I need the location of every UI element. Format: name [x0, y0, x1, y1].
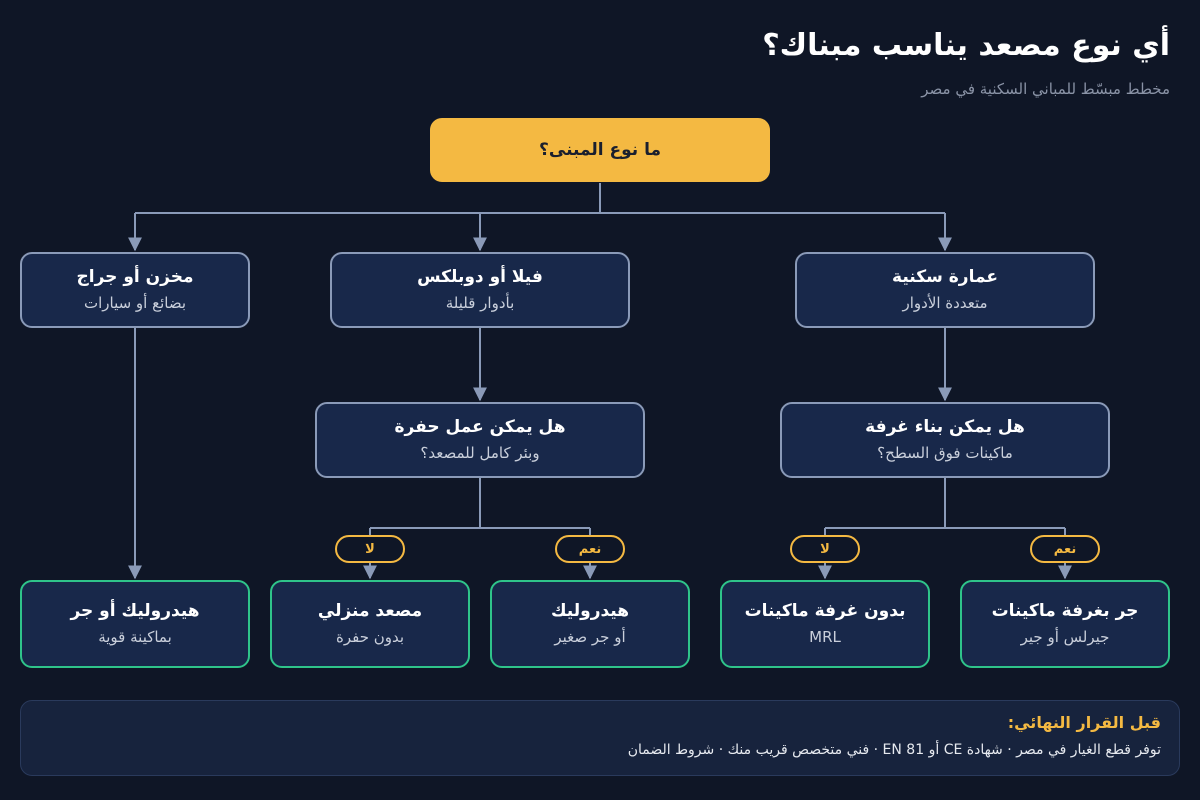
node-warehouse-subtitle: بضائع أو سيارات [83, 294, 187, 313]
pit-question-subtitle: وبئر كامل للمصعد؟ [420, 444, 540, 463]
checklist-note: قبل القرار النهائي: توفر قطع الغيار في م… [20, 700, 1180, 776]
node-warehouse-title: مخزن أو جراج [76, 266, 194, 287]
result-hydraulic-title: هيدروليك [550, 600, 630, 621]
result-traction-subtitle: جيرلس أو جير [1020, 628, 1110, 647]
badge-pit-no: لا [335, 535, 405, 563]
node-pit-question: هل يمكن عمل حفرة وبئر كامل للمصعد؟ [315, 402, 645, 478]
root-label: ما نوع المبنى؟ [539, 140, 661, 160]
result-traction-machine-room: جر بغرفة ماكينات جيرلس أو جير [960, 580, 1170, 668]
result-home-lift-title: مصعد منزلي [317, 600, 423, 621]
node-villa: فيلا أو دوبلكس بأدوار قليلة [330, 252, 630, 328]
result-hydraulic-subtitle: أو جر صغير [554, 628, 626, 647]
machine-question-title: هل يمكن بناء غرفة [865, 416, 1025, 437]
node-machine-room-question: هل يمكن بناء غرفة ماكينات فوق السطح؟ [780, 402, 1110, 478]
result-heavy-title: هيدروليك أو جر [70, 600, 200, 621]
badge-machine-no: لا [790, 535, 860, 563]
result-mrl: بدون غرفة ماكينات MRL [720, 580, 930, 668]
note-body: توفر قطع الغيار في مصر · شهادة CE أو EN … [627, 742, 1161, 758]
root-node: ما نوع المبنى؟ [430, 118, 770, 182]
result-home-lift-subtitle: بدون حفرة [335, 628, 405, 647]
result-heavy-duty: هيدروليك أو جر بماكينة قوية [20, 580, 250, 668]
node-residential-title: عمارة سكنية [892, 266, 998, 287]
result-traction-title: جر بغرفة ماكينات [991, 600, 1139, 621]
machine-question-subtitle: ماكينات فوق السطح؟ [877, 444, 1013, 463]
pit-question-title: هل يمكن عمل حفرة [394, 416, 566, 437]
result-heavy-subtitle: بماكينة قوية [98, 628, 172, 647]
node-warehouse: مخزن أو جراج بضائع أو سيارات [20, 252, 250, 328]
note-title: قبل القرار النهائي: [1007, 713, 1161, 732]
node-residential: عمارة سكنية متعددة الأدوار [795, 252, 1095, 328]
node-villa-subtitle: بأدوار قليلة [445, 294, 515, 313]
result-mrl-subtitle: MRL [809, 628, 841, 647]
badge-machine-yes: نعم [1030, 535, 1100, 563]
node-residential-subtitle: متعددة الأدوار [902, 294, 988, 313]
result-mrl-title: بدون غرفة ماكينات [744, 600, 906, 621]
page-subtitle: مخطط مبسّط للمباني السكنية في مصر [921, 80, 1170, 98]
result-home-lift: مصعد منزلي بدون حفرة [270, 580, 470, 668]
badge-pit-yes: نعم [555, 535, 625, 563]
result-hydraulic: هيدروليك أو جر صغير [490, 580, 690, 668]
node-villa-title: فيلا أو دوبلكس [417, 266, 543, 287]
page-title: أي نوع مصعد يناسب مبناك؟ [762, 28, 1170, 63]
